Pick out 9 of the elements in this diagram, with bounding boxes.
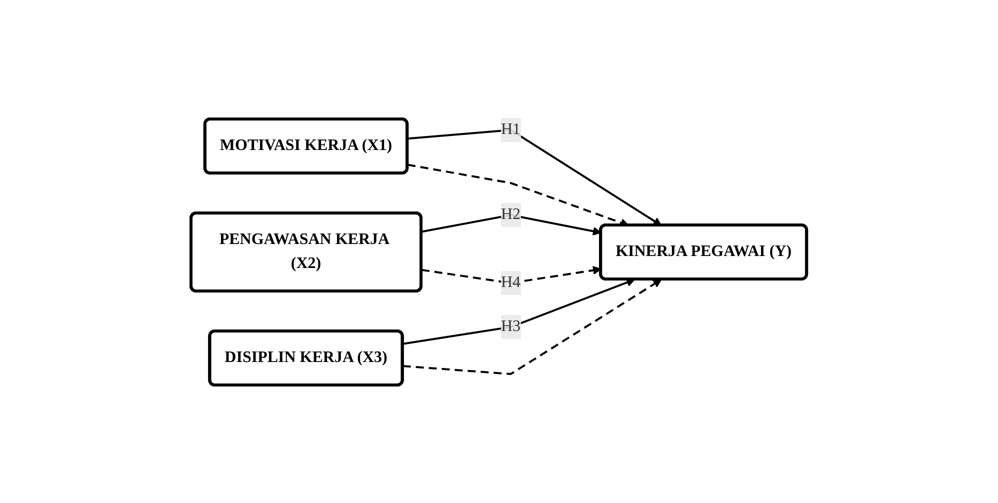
edge-label: H2 [501,206,521,223]
edge-label: H3 [501,318,521,335]
edge-label: H1 [501,121,521,138]
arrow [408,164,630,227]
arrow [408,128,662,226]
arrow [402,278,636,345]
edge-label: H4 [501,274,521,291]
arrow [422,214,602,236]
arrow [402,279,662,376]
